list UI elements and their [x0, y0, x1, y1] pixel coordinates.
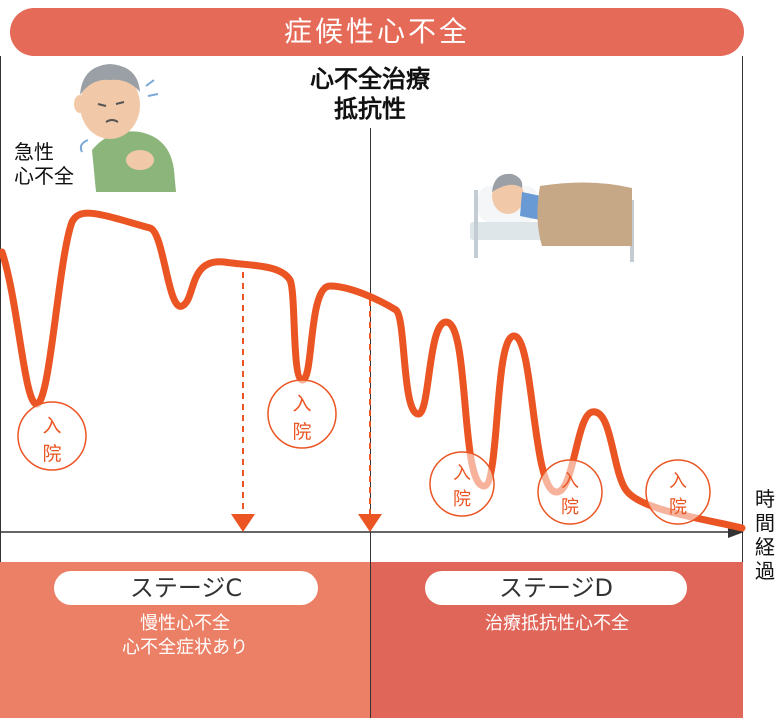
admission-char: 院: [42, 443, 61, 465]
acute-heart-failure-label: 急性 心不全: [14, 140, 74, 188]
stage-d-panel: ステージD 治療抵抗性心不全: [371, 562, 743, 718]
stage-c-panel: ステージC 慢性心不全 心不全症状あり: [0, 562, 370, 718]
acute-label-line1: 急性: [14, 140, 54, 164]
treatment-resistance-title: 心不全治療 抵抗性: [290, 64, 450, 124]
stage-d-title: ステージD: [425, 571, 687, 605]
admission-char: 入: [453, 463, 471, 484]
admission-char: 院: [453, 489, 471, 510]
banner-title: 症候性心不全: [10, 8, 744, 56]
treatment-resistance-line1: 心不全治療: [310, 65, 430, 93]
stage-c-desc-line2: 心不全症状あり: [122, 637, 248, 658]
time-axis-char: 経: [755, 535, 775, 559]
patient-in-bed-icon: [470, 173, 634, 262]
stage-c-desc-line1: 慢性心不全: [140, 613, 230, 634]
stage-c-arrowhead: [231, 514, 255, 532]
admission-char: 入: [42, 415, 61, 437]
time-axis-label: 時 間 経 過: [754, 487, 776, 583]
time-axis-char: 過: [755, 559, 775, 583]
admission-char: 入: [669, 471, 687, 492]
elderly-man-chest-pain-icon: [74, 64, 176, 192]
admission-marker: 入 院: [645, 459, 711, 525]
frame-right-line: [742, 56, 743, 718]
admission-char: 院: [669, 497, 687, 518]
admission-marker: 入 院: [267, 379, 337, 449]
admission-char: 院: [561, 497, 579, 518]
admission-marker: 入 院: [17, 401, 87, 471]
frame-left-line: [0, 56, 1, 562]
admission-char: 院: [292, 421, 311, 443]
admission-char: 入: [561, 471, 579, 492]
admission-marker: 入 院: [537, 459, 603, 525]
acute-label-line2: 心不全: [14, 164, 74, 188]
time-axis-char: 間: [755, 511, 775, 535]
stage-c-title: ステージC: [54, 571, 318, 605]
admission-char: 入: [292, 393, 311, 415]
time-axis-char: 時: [755, 487, 775, 511]
admission-marker: 入 院: [429, 451, 495, 517]
stage-d-arrowhead: [358, 514, 382, 532]
treatment-resistance-line2: 抵抗性: [334, 95, 406, 123]
stage-d-desc-line1: 治療抵抗性心不全: [485, 613, 629, 634]
